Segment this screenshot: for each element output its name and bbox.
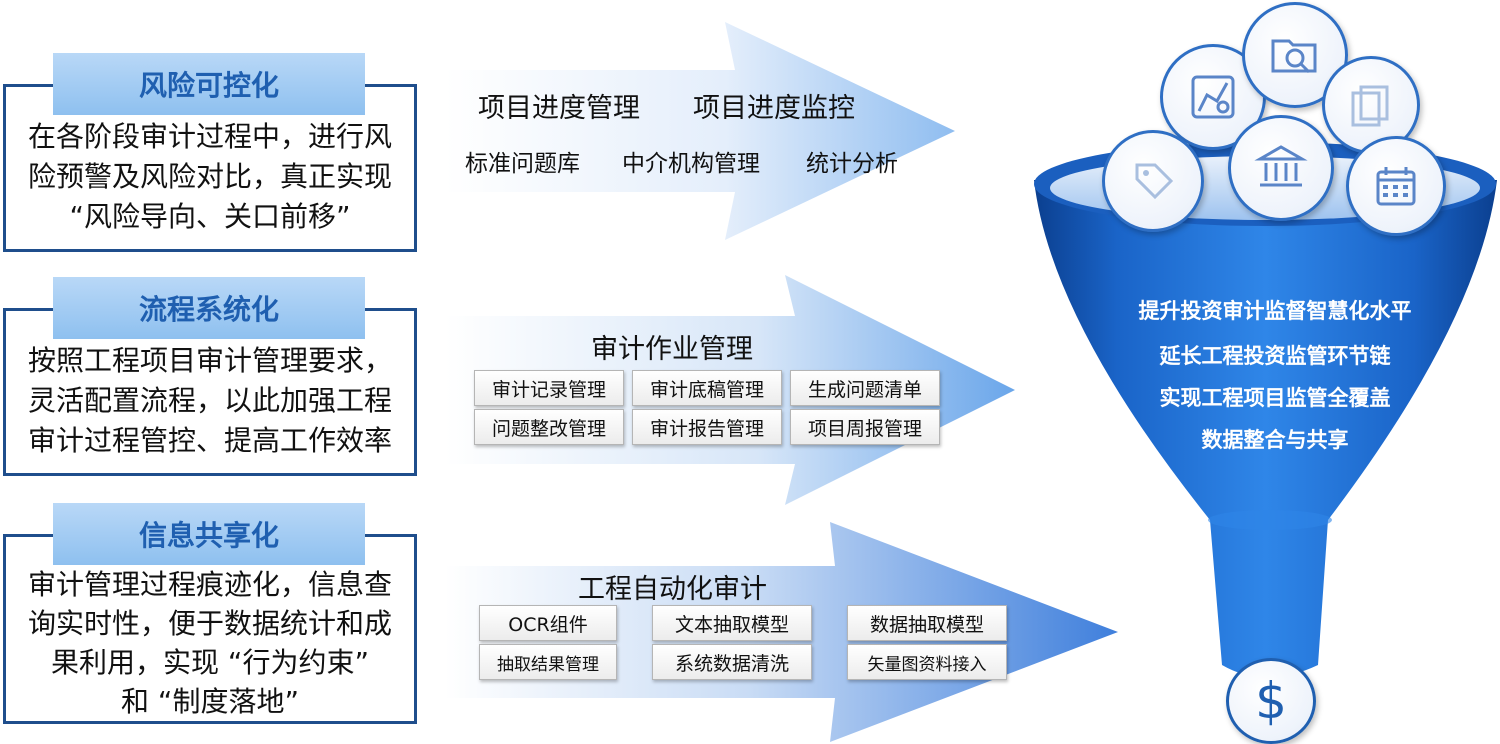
arrow3-title: 工程自动化审计 (578, 574, 767, 605)
funnel-line: 数据整合与共享 (1201, 428, 1349, 452)
panel-line: 灵活配置流程，以此加强工程 (27, 384, 392, 417)
panel-title-risk-control: 风险可控化 (53, 53, 365, 115)
map-icon (1191, 75, 1235, 119)
chip-data-clean: 系统数据清洗 (652, 644, 812, 680)
arrow1-sub-item: 统计分析 (806, 151, 898, 177)
panel-line: 按照工程项目审计管理要求， (27, 344, 392, 377)
bubble-calendar (1346, 136, 1446, 236)
panel-line: “风险导向、关口前移” (69, 200, 351, 233)
arrow1-sub-item: 标准问题库 (465, 151, 580, 177)
folder-search-icon (1271, 39, 1317, 74)
bank-icon (1254, 145, 1308, 187)
funnel-neck-highlight (1208, 510, 1332, 530)
chip-extract-result: 抽取结果管理 (479, 644, 617, 680)
panel-title-info-sharing: 信息共享化 (53, 503, 365, 565)
calendar-icon (1376, 167, 1416, 206)
funnel-body (1034, 180, 1497, 678)
funnel-line: 实现工程项目监管全覆盖 (1159, 386, 1391, 410)
documents-icon (1351, 85, 1389, 127)
panel-line: 在各阶段审计过程中，进行风 (27, 120, 392, 153)
chip-text-extract: 文本抽取模型 (652, 605, 812, 641)
bubble-bank (1228, 115, 1334, 221)
chip-ocr: OCR组件 (479, 605, 617, 641)
arrow1-item: 项目进度管理 (478, 93, 640, 124)
arrow2-title: 审计作业管理 (591, 334, 753, 365)
panel-line: 审计管理过程痕迹化，信息查 (27, 568, 392, 601)
panel-line: 和 “制度落地” (121, 685, 299, 718)
chip-issue-rectify: 问题整改管理 (474, 409, 624, 445)
chip-audit-workpaper: 审计底稿管理 (632, 370, 782, 406)
chip-weekly-report: 项目周报管理 (790, 409, 940, 445)
chip-audit-report: 审计报告管理 (632, 409, 782, 445)
panel-line: 险预警及风险对比，真正实现 (27, 160, 392, 193)
panel-line: 询实时性，便于数据统计和成 (27, 607, 392, 640)
arrow1-sub-item: 中介机构管理 (622, 151, 760, 177)
tag-icon (1135, 163, 1174, 200)
chip-data-extract: 数据抽取模型 (847, 605, 1007, 641)
panel-line: 审计过程管控、提高工作效率 (27, 424, 392, 457)
chip-vector-import: 矢量图资料接入 (847, 644, 1007, 680)
panel-line: 果利用，实现 “行为约束” (51, 646, 369, 679)
chip-issue-list: 生成问题清单 (790, 370, 940, 406)
funnel-line: 延长工程投资监管环节链 (1159, 344, 1391, 368)
arrow-1 (445, 22, 955, 240)
bubble-dollar: $ (1226, 658, 1316, 744)
chip-audit-record: 审计记录管理 (474, 370, 624, 406)
dollar-icon: $ (1255, 672, 1287, 730)
arrow1-item: 项目进度监控 (693, 93, 855, 124)
panel-title-process-system: 流程系统化 (53, 277, 365, 339)
bubble-tag (1102, 130, 1204, 232)
funnel-line: 提升投资审计监督智慧化水平 (1138, 299, 1412, 323)
